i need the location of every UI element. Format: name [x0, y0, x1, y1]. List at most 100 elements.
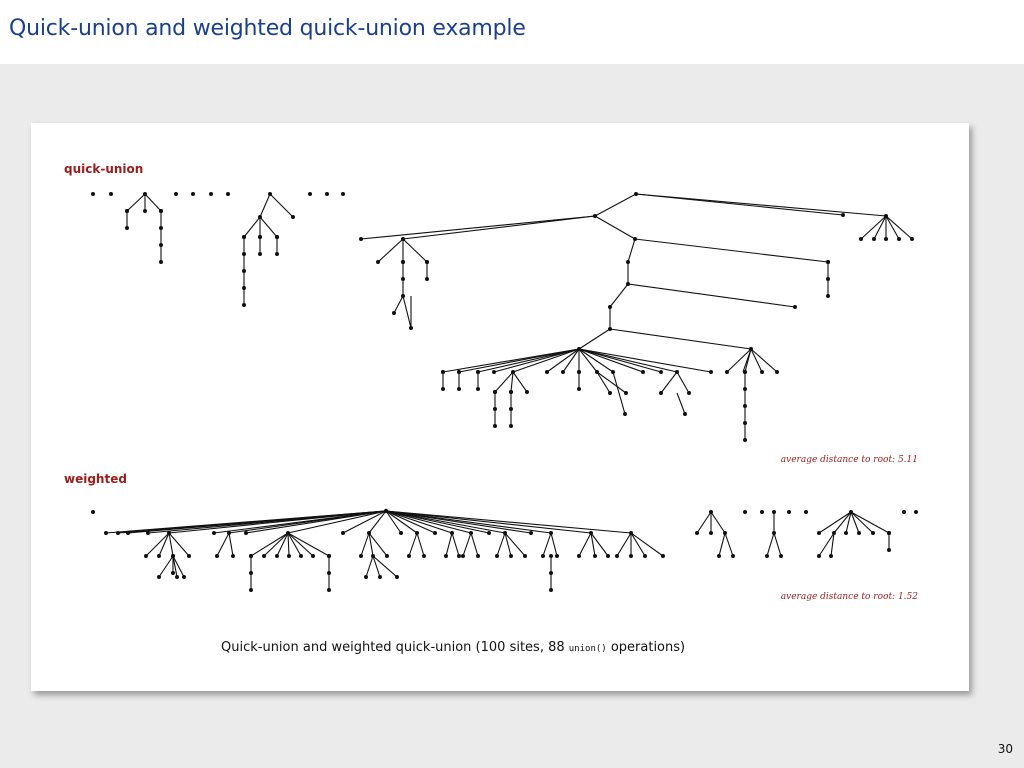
tree-edge [850, 511, 874, 534]
tree-edge [402, 295, 412, 329]
tree-edge [634, 238, 829, 263]
tree-edge [402, 238, 428, 263]
tree-node [509, 424, 513, 428]
tree-edge [243, 216, 261, 238]
tree-edge [750, 348, 763, 373]
caption-text-after: operations) [607, 640, 685, 655]
tree-edge [833, 511, 852, 534]
tree-edge [158, 555, 174, 578]
tree-edge [385, 510, 506, 534]
tree-edge [168, 532, 174, 557]
tree-edge [385, 510, 436, 534]
tree-node [709, 531, 713, 535]
tree-edge [578, 328, 611, 350]
tree-node [902, 510, 906, 514]
tree-node [857, 531, 861, 535]
weighted-forest [91, 508, 918, 592]
tree-edge [630, 532, 646, 557]
tree-edge [368, 532, 374, 557]
tree-edge [126, 193, 146, 212]
tree-node [422, 554, 426, 558]
tree-node [441, 387, 445, 391]
tree-node [841, 213, 845, 217]
tree-edge [696, 511, 712, 534]
tree-node [525, 390, 529, 394]
tree-edge [773, 532, 782, 557]
tree-edge [609, 328, 752, 350]
tree-edge [627, 283, 796, 308]
tree-edge [470, 532, 479, 557]
tree-edge [416, 532, 425, 557]
quick-union-label: quick-union [64, 162, 143, 176]
figure-card: quick-union average distance to root: 5.… [31, 123, 969, 691]
tree-node [359, 237, 363, 241]
tree-edge [263, 532, 289, 557]
tree-node [606, 554, 610, 558]
tree-edge [635, 193, 887, 217]
tree-node [174, 192, 178, 196]
tree-edge [818, 511, 852, 534]
tree-edge [445, 532, 453, 557]
tree-node [887, 548, 891, 552]
tree-node [529, 531, 533, 535]
tree-node [695, 531, 699, 535]
tree-edge [660, 371, 678, 394]
tree-node [793, 305, 797, 309]
tree-edge [368, 532, 388, 557]
tree-node [760, 370, 764, 374]
tree-node [215, 554, 219, 558]
tree-node [829, 554, 833, 558]
tree-edge [477, 348, 580, 373]
tree-node [545, 370, 549, 374]
tree-node [262, 554, 266, 558]
tree-edge [860, 215, 887, 240]
tree-edge [724, 532, 734, 557]
tree-edge [504, 532, 512, 557]
tree-node [884, 237, 888, 241]
tree-edge [402, 215, 596, 240]
tree-edge [710, 511, 726, 534]
tree-node [817, 531, 821, 535]
tree-node [144, 554, 148, 558]
tree-edge [818, 532, 835, 557]
tree-edge [873, 215, 887, 240]
tree-edge [590, 532, 596, 557]
tree-node [629, 554, 633, 558]
tree-edge [385, 510, 472, 534]
tree-node [487, 531, 491, 535]
tree-edge [360, 215, 596, 240]
tree-node [109, 192, 113, 196]
tree-node [308, 192, 312, 196]
tree-node [523, 554, 527, 558]
tree-edge [590, 532, 609, 557]
tree-edge [750, 348, 778, 373]
tree-edge [287, 532, 290, 557]
tree-node [492, 370, 496, 374]
tree-node [844, 531, 848, 535]
tree-edge [168, 510, 387, 534]
tree-node [731, 554, 735, 558]
tree-edge [385, 510, 592, 534]
caption-text-before: Quick-union and weighted quick-union (10… [221, 640, 569, 655]
tree-node [615, 554, 619, 558]
tree-edge [168, 532, 190, 557]
tree-edge [287, 532, 314, 557]
tree-node [299, 554, 303, 558]
tree-node [624, 391, 628, 395]
tree-node [743, 510, 747, 514]
tree-node [725, 370, 729, 374]
tree-node [760, 510, 764, 514]
tree-edge [259, 193, 271, 218]
tree-edge [408, 532, 418, 557]
tree-node [577, 387, 581, 391]
tree-edge [542, 532, 552, 557]
tree-edge [377, 238, 404, 263]
tree-edge [287, 532, 330, 557]
tree-node [779, 554, 783, 558]
quick-union-forest [91, 192, 914, 442]
tree-edge [385, 510, 552, 534]
tree-edge [216, 532, 230, 557]
tree-edge [462, 532, 472, 557]
tree-node [765, 554, 769, 558]
tree-node [187, 554, 191, 558]
